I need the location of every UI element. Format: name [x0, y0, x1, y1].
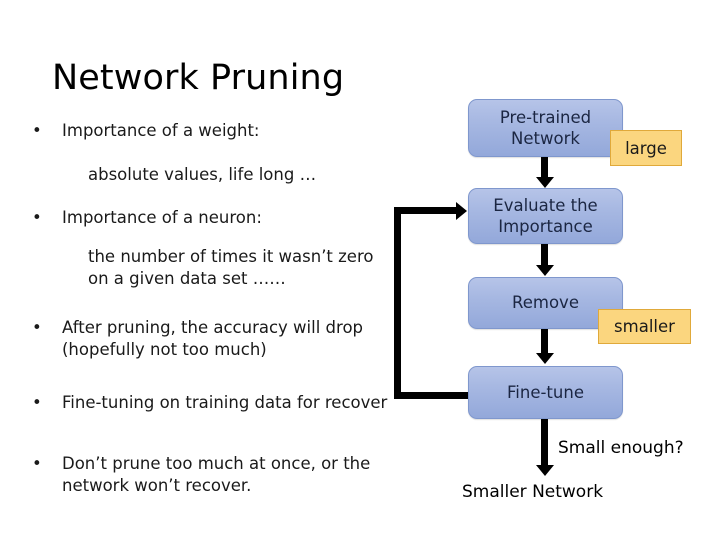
badge-label: large — [625, 138, 667, 158]
label-small-enough: Small enough? — [558, 438, 684, 458]
feedback-loop-vertical-segment — [394, 207, 401, 399]
feedback-loop-top-segment — [394, 207, 456, 214]
bullet-item-2: • Importance of a neuron: — [30, 207, 390, 229]
bullet-text: Importance of a weight: — [62, 121, 260, 140]
badge-label: smaller — [614, 317, 675, 336]
feedback-loop-bottom-segment — [394, 392, 470, 399]
label-smaller-network: Smaller Network — [462, 482, 604, 502]
bullet-item-3: • After pruning, the accuracy will drop … — [30, 317, 390, 361]
flow-box-remove[interactable]: Remove — [468, 277, 623, 329]
arrow-head-remove-to-finetune-icon — [535, 353, 554, 364]
arrow-shaft-finetune-to-output — [541, 419, 548, 466]
page-title: Network Pruning — [52, 58, 345, 98]
badge-smaller: smaller — [598, 309, 691, 344]
sub-bullet-text: absolute values, life long … — [88, 165, 317, 184]
flow-box-pretrained-network[interactable]: Pre-trained Network — [468, 99, 623, 157]
bullet-marker: • — [32, 393, 42, 412]
bullet-marker: • — [32, 454, 42, 473]
flow-box-line1: Remove — [512, 293, 579, 313]
flow-box-line2: Network — [511, 129, 580, 148]
bullet-item-5: • Don’t prune too much at once, or the n… — [30, 453, 390, 497]
bullet-text: Importance of a neuron: — [62, 208, 262, 227]
flow-box-line1: Pre-trained — [499, 107, 592, 127]
bullet-item-4: • Fine-tuning on training data for recov… — [30, 392, 390, 414]
bullet-text: Don’t prune too much at once, or the net… — [62, 454, 371, 495]
bullet-text: Fine-tuning on training data for recover — [62, 393, 388, 412]
arrow-shaft-evaluate-to-remove — [541, 244, 548, 266]
arrow-shaft-pretrained-to-evaluate — [541, 157, 548, 178]
bullet-text: After pruning, the accuracy will drop (h… — [62, 318, 364, 359]
flow-box-evaluate-importance[interactable]: Evaluate the Importance — [468, 188, 623, 244]
arrow-head-pretrained-to-evaluate-icon — [535, 177, 554, 188]
flow-box-line2: Importance — [498, 217, 593, 236]
sub-bullet-item-1: absolute values, life long … — [88, 164, 388, 186]
bullet-marker: • — [32, 208, 42, 227]
sub-bullet-text: the number of times it wasn’t zero on a … — [88, 247, 374, 288]
bullet-marker: • — [32, 121, 42, 140]
arrow-shaft-remove-to-finetune — [541, 329, 548, 354]
sub-bullet-item-2: the number of times it wasn’t zero on a … — [88, 246, 384, 290]
bullet-item-1: • Importance of a weight: — [30, 120, 390, 142]
feedback-loop-arrowhead-icon — [456, 201, 467, 220]
flow-box-line1: Evaluate the — [493, 195, 598, 215]
badge-large: large — [610, 130, 682, 166]
flow-box-line1: Fine-tune — [507, 382, 584, 402]
arrow-head-finetune-to-output-icon — [535, 465, 554, 476]
arrow-head-evaluate-to-remove-icon — [535, 265, 554, 276]
flow-box-finetune[interactable]: Fine-tune — [468, 366, 623, 419]
bullet-marker: • — [32, 318, 42, 337]
